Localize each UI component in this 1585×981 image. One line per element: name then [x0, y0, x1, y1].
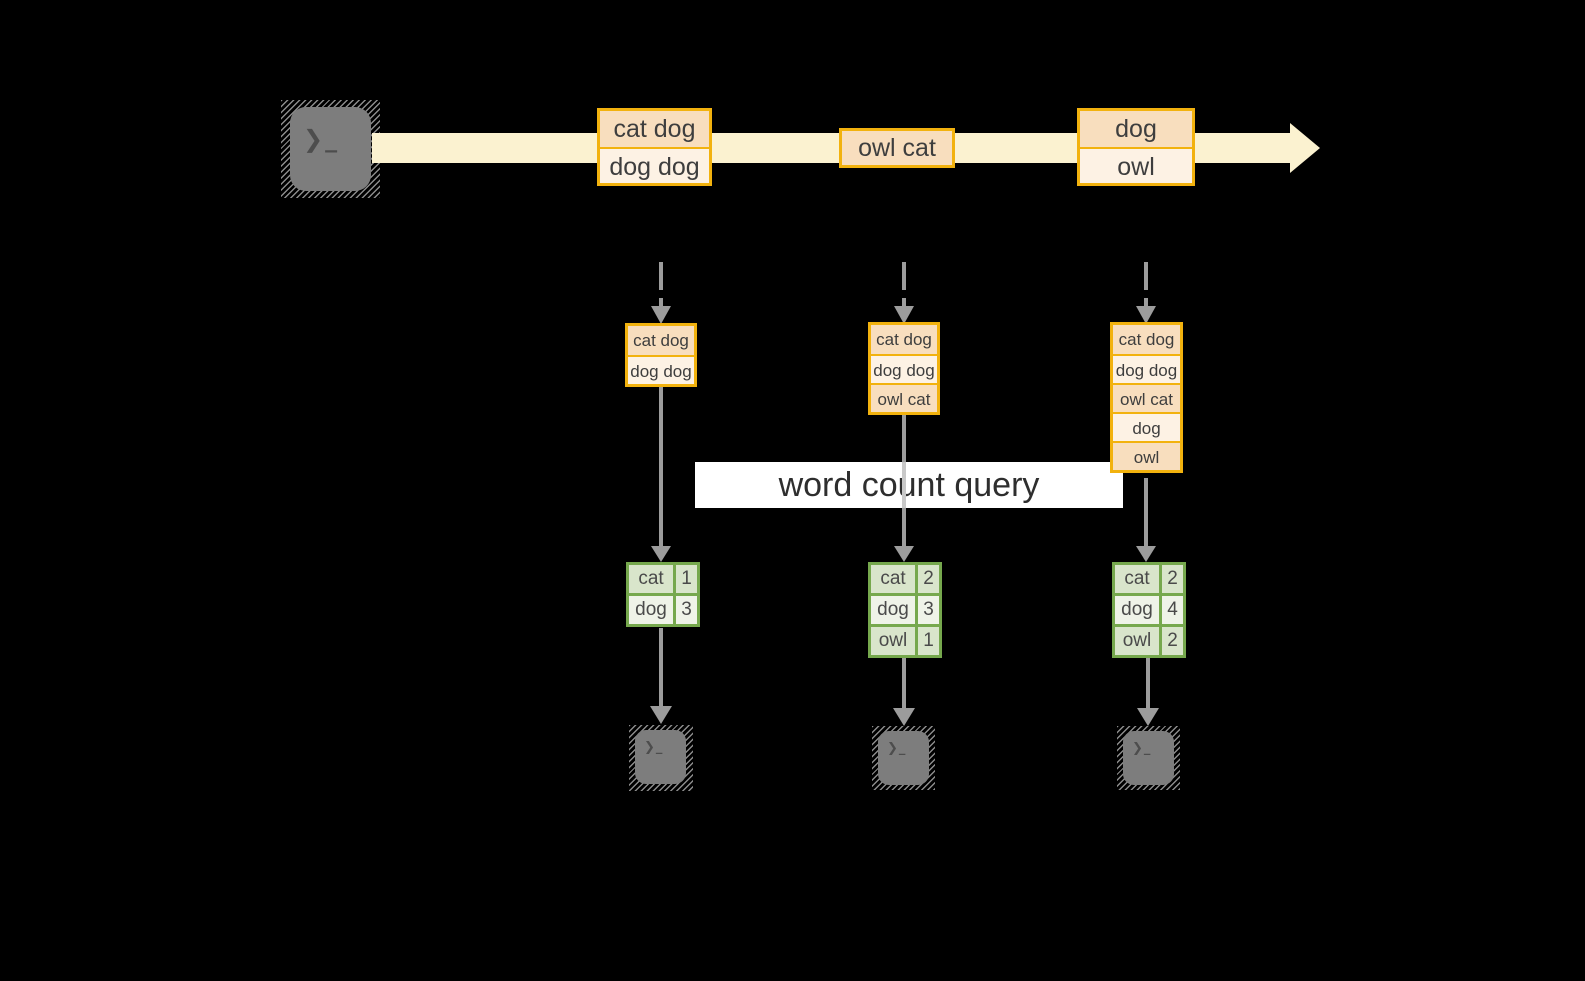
ingest-arrow-1	[651, 262, 671, 324]
emit-arrow-3	[1137, 657, 1159, 726]
arrow-dash	[1144, 262, 1148, 290]
state-text-row: cat dog	[1113, 325, 1180, 354]
event-text-row: owl cat	[842, 131, 952, 165]
arrow-dash	[902, 262, 906, 290]
arrow-line	[1146, 657, 1150, 708]
terminal-window: ❯_	[635, 730, 686, 784]
arrow-line	[902, 657, 906, 708]
word-cell: cat	[629, 565, 673, 593]
emit-arrow-1	[650, 628, 672, 724]
arrowhead-down-icon	[651, 546, 671, 562]
count-cell: 3	[676, 596, 697, 624]
terminal-prompt-icon: ❯_	[644, 740, 664, 755]
sink-terminal-icon-3: ❯_	[1117, 726, 1180, 790]
sink-terminal-icon-1: ❯_	[629, 725, 693, 791]
source-terminal-icon: ❯_	[281, 100, 380, 198]
word-cell: dog	[1115, 596, 1159, 624]
arrow-segment-through-banner	[902, 462, 906, 508]
ingest-arrow-2	[894, 262, 914, 324]
query-arrow-3	[1136, 478, 1156, 562]
query-label-banner: word count query	[695, 462, 1123, 508]
terminal-prompt-icon: ❯_	[303, 125, 340, 153]
terminal-prompt-icon: ❯_	[1132, 741, 1152, 756]
count-cell: 2	[918, 565, 939, 593]
state-text-row: dog dog	[871, 354, 937, 383]
state-text-row: owl	[1113, 441, 1180, 470]
state-text-row: cat dog	[871, 325, 937, 354]
event-text-row: owl	[1080, 147, 1192, 183]
stream-arrowhead-icon	[1290, 123, 1320, 173]
count-cell: 4	[1162, 596, 1183, 624]
event-text-row: cat dog	[600, 111, 709, 147]
arrow-line	[1144, 478, 1148, 546]
stream-event-box-2: owl cat	[839, 128, 955, 168]
arrow-shaft	[902, 298, 906, 308]
terminal-prompt-icon: ❯_	[887, 741, 907, 756]
state-text-row: owl cat	[1113, 383, 1180, 412]
state-text-row: cat dog	[628, 326, 694, 355]
arrowhead-down-icon	[894, 546, 914, 562]
word-cell: dog	[871, 596, 915, 624]
arrowhead-down-icon	[894, 306, 914, 324]
query-label: word count query	[778, 465, 1040, 504]
word-cell: cat	[871, 565, 915, 593]
arrow-shaft	[1144, 298, 1148, 308]
state-text-row: dog dog	[1113, 354, 1180, 383]
arrowhead-down-icon	[1136, 546, 1156, 562]
word-cell: dog	[629, 596, 673, 624]
count-cell: 2	[1162, 565, 1183, 593]
sink-terminal-icon-2: ❯_	[872, 726, 935, 790]
terminal-window: ❯_	[1123, 731, 1174, 785]
terminal-window: ❯_	[878, 731, 929, 785]
word-cell: owl	[871, 627, 915, 655]
state-text-row: dog dog	[628, 355, 694, 384]
arrow-line	[659, 628, 663, 706]
arrowhead-down-icon	[893, 708, 915, 726]
arrowhead-down-icon	[1136, 306, 1156, 324]
ingest-arrow-3	[1136, 262, 1156, 324]
word-cell: cat	[1115, 565, 1159, 593]
arrowhead-down-icon	[651, 306, 671, 324]
query-arrow-1	[651, 387, 671, 562]
count-cell: 2	[1162, 627, 1183, 655]
arrow-dash	[659, 262, 663, 290]
terminal-window: ❯_	[290, 107, 371, 191]
count-cell: 1	[676, 565, 697, 593]
state-text-row: dog	[1113, 412, 1180, 441]
arrowhead-down-icon	[650, 706, 672, 724]
event-text-row: dog	[1080, 111, 1192, 147]
count-cell: 3	[918, 596, 939, 624]
count-cell: 1	[918, 627, 939, 655]
arrow-shaft	[659, 298, 663, 308]
emit-arrow-2	[893, 657, 915, 726]
arrowhead-down-icon	[1137, 708, 1159, 726]
word-cell: owl	[1115, 627, 1159, 655]
event-text-row: dog dog	[600, 147, 709, 183]
state-text-row: owl cat	[871, 383, 937, 412]
arrow-line	[659, 387, 663, 546]
